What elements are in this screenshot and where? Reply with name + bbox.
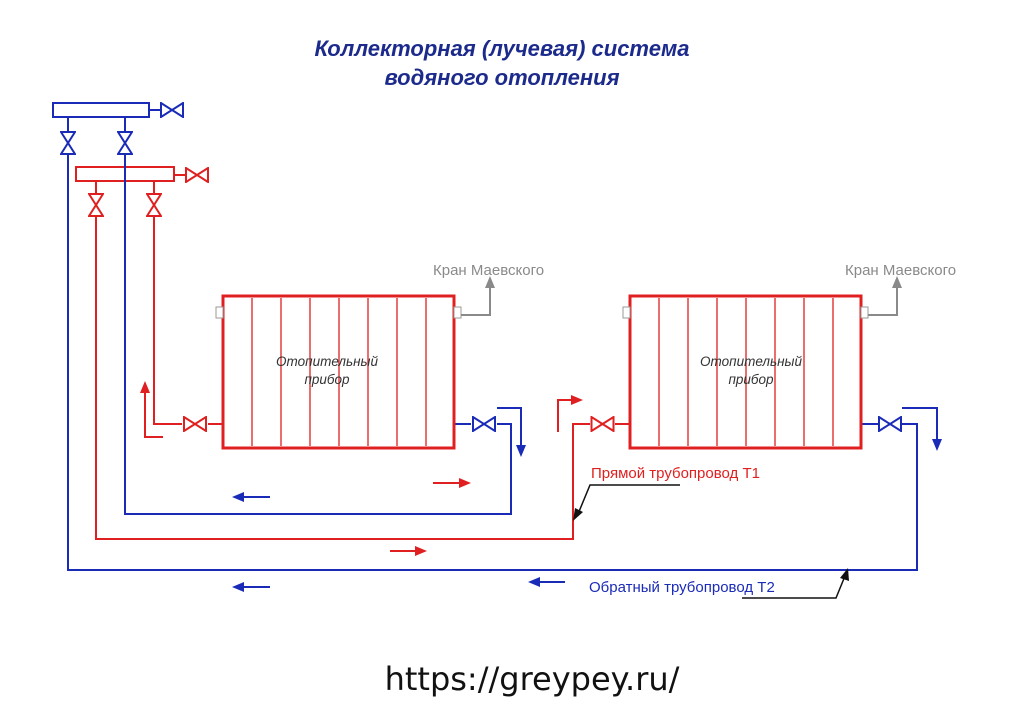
return-valve-1-icon[interactable] (60, 131, 76, 155)
flow-arrow-return-1-icon (232, 492, 270, 502)
return-manifold-vent-valve-icon[interactable] (160, 102, 184, 118)
flow-arrow-return-3-icon (528, 577, 565, 587)
supply-manifold-vent-valve-icon[interactable] (185, 167, 209, 183)
title-line-1: Коллекторная (лучевая) система (314, 36, 690, 61)
supply-pipe-leader (573, 484, 680, 521)
supply-valve-1-icon[interactable] (88, 193, 104, 217)
mayevsky-label-left: Кран Маевского (433, 262, 544, 279)
flow-arrow-down-left-return-icon (497, 407, 526, 457)
supply-valve-2-icon[interactable] (146, 193, 162, 217)
right-radiator-supply-valve-icon[interactable] (590, 416, 615, 432)
return-pipes (67, 155, 918, 571)
return-pipe-leader (742, 568, 849, 599)
radiator-right: Отопительный прибор (622, 294, 869, 450)
mayevsky-leaders (461, 285, 898, 316)
flow-arrow-down-right-return-icon (902, 407, 942, 451)
mayevsky-right-arrow-icon (892, 276, 902, 288)
radiator-left-label-1: Отопительный (276, 354, 378, 369)
supply-pipes (95, 217, 630, 540)
mayevsky-label-right: Кран Маевского (845, 262, 956, 279)
radiator-right-label-1: Отопительный (700, 354, 802, 369)
flow-arrow-supply-1-icon (433, 478, 471, 488)
right-radiator-return-valve-icon[interactable] (878, 416, 902, 432)
radiator-left: Отопительный прибор (215, 294, 462, 450)
mayevsky-left-arrow-icon (485, 276, 495, 288)
flow-arrow-return-2-icon (232, 582, 270, 592)
radiator-left-label-2: прибор (304, 372, 350, 387)
title-line-2: водяного отопления (384, 65, 620, 90)
diagram-title: Коллекторная (лучевая) система водяного … (0, 34, 1004, 92)
return-pipe-label: Обратный трубопровод Т2 (589, 579, 775, 596)
supply-pipe-label: Прямой трубопровод Т1 (591, 465, 760, 482)
radiator-right-label-2: прибор (728, 372, 774, 387)
return-manifold (52, 102, 184, 155)
flow-arrow-supply-2-icon (390, 546, 427, 556)
flow-arrow-right-supply-icon (557, 395, 583, 432)
watermark-url: https://greypey.ru/ (384, 660, 680, 698)
flow-arrow-up-left-icon (140, 381, 163, 438)
left-radiator-return-valve-icon[interactable] (471, 416, 497, 432)
return-valve-2-icon[interactable] (117, 131, 133, 155)
left-radiator-supply-valve-icon[interactable] (182, 416, 208, 432)
supply-manifold (75, 166, 209, 217)
